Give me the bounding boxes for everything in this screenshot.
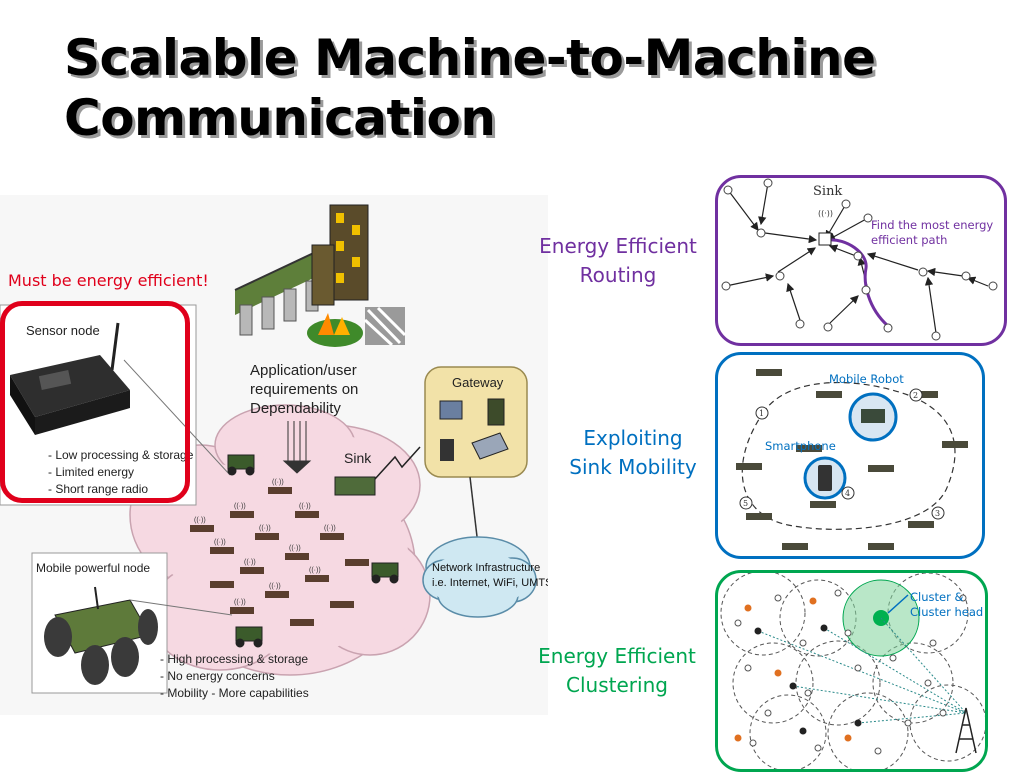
- radio-glyph: ((·)): [259, 525, 271, 532]
- cluster-orange-nodes: [734, 597, 852, 742]
- app-req-line-3: Dependability: [250, 400, 341, 417]
- sink-mobility-panel: 1 2 3 4 5 Mobile Robot Smartphone: [715, 352, 985, 559]
- smartphone-icon: [818, 465, 832, 491]
- mobile-node-label: Mobile powerful node: [36, 561, 150, 575]
- cluster-head-pointer: [887, 594, 909, 614]
- sensor-node-label: Sensor node: [26, 323, 100, 338]
- sensor-bullet-1: - Low processing & storage: [48, 448, 194, 462]
- network-line-1: Network Infrastructure: [432, 562, 540, 574]
- title-line-2: Communication: [64, 89, 496, 147]
- radio-glyph: ((·)): [244, 559, 256, 566]
- sensor-motes: [190, 487, 369, 626]
- radio-glyph: ((·)): [299, 503, 311, 510]
- cluster-members: [734, 589, 967, 755]
- smartphone-label: Smartphone: [765, 439, 836, 453]
- app-req-line-2: requirements on: [250, 381, 358, 398]
- routing-nodes: [721, 178, 998, 341]
- routing-panel: Sink ((·)) Find the most energy efficien…: [715, 175, 1007, 346]
- mobile-robot-label: Mobile Robot: [829, 372, 904, 386]
- sink-device: [334, 476, 376, 496]
- radio-glyph: ((·)): [309, 567, 321, 574]
- small-robots: [227, 454, 399, 648]
- cluster-links: [757, 617, 967, 724]
- sensor-highlight-frame: [0, 301, 190, 503]
- title-line-1: Scalable Machine-to-Machine: [64, 29, 876, 87]
- routing-sink-node: [818, 232, 832, 246]
- radio-glyph: ((·)): [324, 525, 336, 532]
- routing-graph: Sink ((·)): [721, 178, 998, 341]
- requirement-arrows: [282, 421, 312, 474]
- svg-text:1: 1: [759, 409, 764, 418]
- architecture-svg: Application/user requirements on Dependa…: [0, 195, 548, 715]
- sink-antenna-icon: ((·)): [818, 209, 833, 218]
- mobile-bullet-2: - No energy concerns: [160, 669, 275, 683]
- network-line-2: i.e. Internet, WiFi, UMTS: [432, 577, 548, 589]
- mobile-robot-image: [44, 586, 158, 685]
- mobility-diagram: 1 2 3 4 5: [736, 369, 968, 550]
- radio-glyphs: ((·)) ((·)) ((·)) ((·)) ((·)) ((·)) ((·)…: [194, 479, 336, 606]
- mobility-motes: [736, 369, 968, 550]
- routing-note: Find the most energy efficient path: [871, 218, 994, 247]
- radio-glyph: ((·)): [234, 503, 246, 510]
- svg-text:3: 3: [935, 509, 940, 518]
- radio-glyph: ((·)): [289, 545, 301, 552]
- trajectory-markers: 1 2 3 4 5: [739, 388, 945, 520]
- cluster-heads-other: [754, 624, 862, 735]
- antenna-tower-icon: [955, 707, 977, 754]
- radio-glyph: ((·)): [269, 583, 281, 590]
- energy-warning: Must be energy efficient!: [8, 271, 209, 290]
- slide-title: Scalable Machine-to-Machine Communicatio…: [64, 28, 876, 148]
- app-req-line-1: Application/user: [250, 362, 357, 379]
- efficient-path: [827, 238, 890, 328]
- robot-trajectory: [741, 382, 956, 530]
- clustering-panel: Cluster & Cluster head: [715, 570, 988, 772]
- mobile-callout-line: [129, 599, 233, 616]
- sensor-bullet-2: - Limited energy: [48, 465, 134, 479]
- sink-label: Sink: [344, 450, 372, 466]
- radio-glyph: ((·)): [234, 599, 246, 606]
- sensor-callout-line: [123, 359, 231, 476]
- clustering-diagram: [720, 573, 985, 769]
- svg-text:4: 4: [845, 489, 850, 498]
- gateway-network-link: [469, 476, 479, 546]
- cluster-head-label: Cluster & Cluster head: [910, 590, 984, 619]
- gateway-label: Gateway: [452, 375, 504, 390]
- radio-glyph: ((·)): [272, 479, 284, 486]
- gateway-devices: [439, 398, 509, 461]
- architecture-figure: Application/user requirements on Dependa…: [0, 195, 548, 715]
- robot-icon: [861, 409, 885, 423]
- svg-text:5: 5: [743, 499, 748, 508]
- mobile-bullet-1: - High processing & storage: [160, 652, 308, 666]
- mobile-bullet-3: - Mobility - More capabilities: [160, 686, 309, 700]
- radio-glyph: ((·)): [194, 517, 206, 524]
- sink-gateway-link: [374, 446, 421, 480]
- svg-text:2: 2: [913, 391, 918, 400]
- routing-sink-label: Sink: [813, 184, 842, 199]
- sensor-bullet-3: - Short range radio: [48, 482, 148, 496]
- radio-glyph: ((·)): [214, 539, 226, 546]
- sensor-node-image: [10, 322, 130, 435]
- city-bridge-illustration: [234, 204, 407, 347]
